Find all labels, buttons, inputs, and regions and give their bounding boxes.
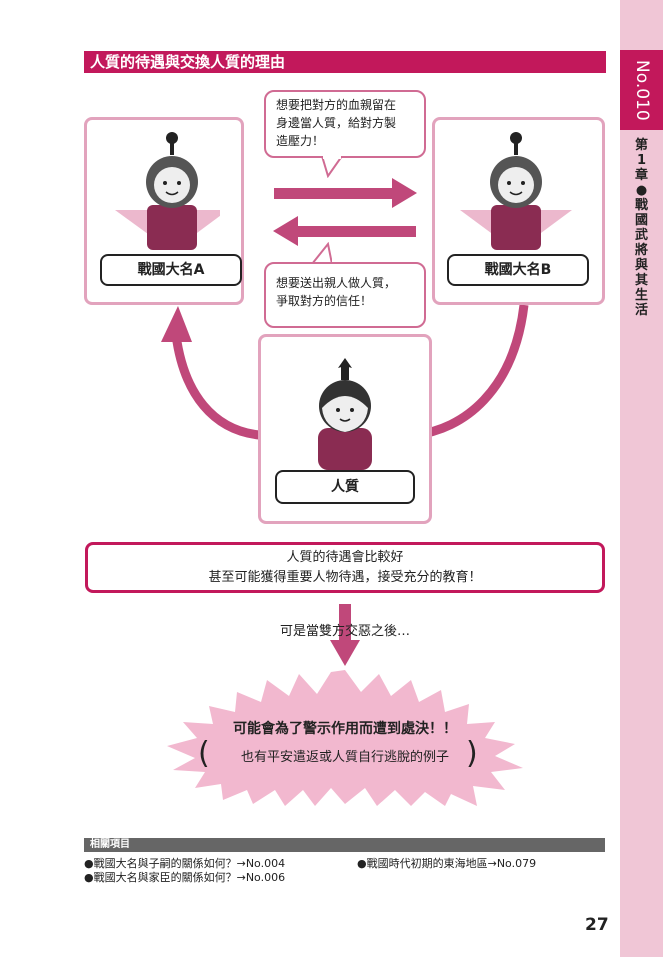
arrow-left-head: [273, 216, 298, 246]
chapter-char: 將: [620, 243, 663, 258]
related-link[interactable]: ●戰國大名與子嗣的關係如何？→No.004: [84, 857, 285, 871]
arrow-right-head: [392, 178, 417, 208]
related-items-header: 相關項目: [84, 838, 605, 852]
chapter-char: 第: [620, 138, 663, 153]
warning-sub-text: 也有平安遣返或人質自行逃脫的例子: [160, 746, 530, 765]
curve-arrowhead: [161, 306, 192, 342]
bubble-bottom-tail: [308, 242, 332, 264]
section-header: 人質的待遇與交換人質的理由: [84, 51, 606, 73]
chapter-char: 其: [620, 273, 663, 288]
bubble-line: 爭取對方的信任！: [276, 292, 414, 310]
chapter-char: 章: [620, 168, 663, 183]
chapter-char: ●: [620, 183, 663, 198]
bubble-line: 造壓力！: [276, 132, 414, 150]
bubble-line: 想要送出親人做人質，: [276, 274, 414, 292]
bubble-top-tail: [320, 156, 344, 178]
warning-main-text: 可能會為了警示作用而遭到處決！！: [160, 718, 530, 738]
chapter-char: 生: [620, 288, 663, 303]
chapter-char: 戰: [620, 198, 663, 213]
daimyo-b-label: 戰國大名B: [447, 254, 589, 286]
arrow-left-shaft: [296, 226, 416, 237]
speech-bubble-bottom: 想要送出親人做人質， 爭取對方的信任！: [264, 262, 426, 328]
arrow-right-shaft: [274, 188, 394, 199]
warning-starburst: [155, 668, 535, 808]
hostage-figure: [300, 356, 390, 471]
transition-text: 可是當雙方交惡之後…: [0, 620, 663, 639]
chapter-title: 第 1 章 ● 戰 國 武 將 與 其 生 活: [620, 138, 663, 318]
page-number: 27: [585, 915, 609, 935]
related-link[interactable]: ●戰國大名與家臣的關係如何？→No.006: [84, 871, 285, 885]
chapter-char: 武: [620, 228, 663, 243]
entry-number: No.010: [620, 50, 663, 130]
daimyo-b-figure: [460, 130, 580, 250]
daimyo-a-figure: [110, 130, 220, 250]
bubble-line: 想要把對方的血親留在: [276, 96, 414, 114]
related-link[interactable]: ●戰國時代初期的東海地區→No.079: [357, 857, 536, 871]
curve-left: [176, 335, 259, 435]
treatment-summary-box: 人質的待遇會比較好 甚至可能獲得重要人物待遇，接受充分的教育！: [85, 542, 605, 593]
daimyo-a-label: 戰國大名A: [100, 254, 242, 286]
chapter-char: 1: [620, 153, 663, 168]
chapter-char: 活: [620, 303, 663, 318]
summary-line-2: 甚至可能獲得重要人物待遇，接受充分的教育！: [88, 568, 602, 588]
speech-bubble-top: 想要把對方的血親留在 身邊當人質，給對方製 造壓力！: [264, 90, 426, 158]
hostage-label: 人質: [275, 470, 415, 504]
chapter-char: 與: [620, 258, 663, 273]
bubble-line: 身邊當人質，給對方製: [276, 114, 414, 132]
chapter-char: 國: [620, 213, 663, 228]
summary-line-1: 人質的待遇會比較好: [88, 548, 602, 568]
